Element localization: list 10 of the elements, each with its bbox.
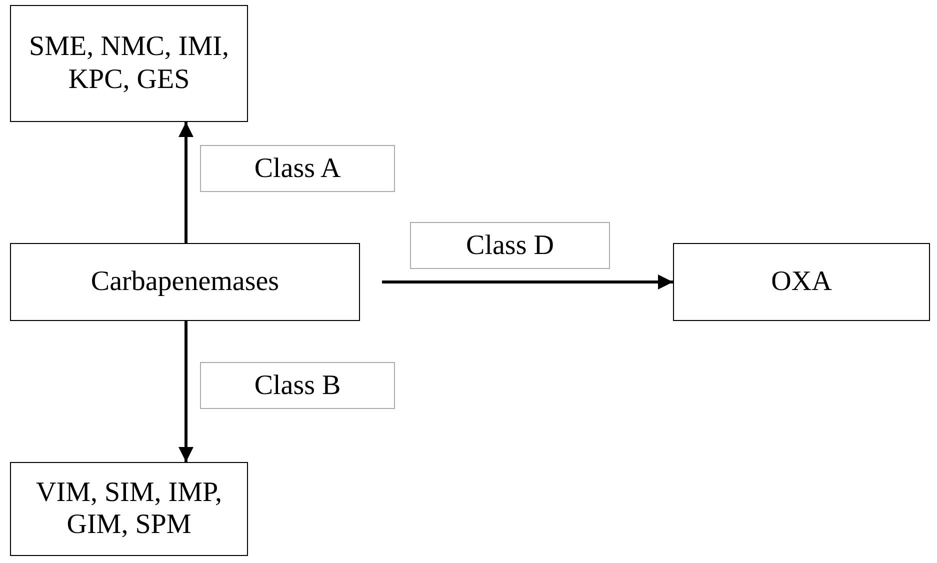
process-box: Carbapenemases: [10, 243, 360, 321]
arrow: [178, 321, 194, 462]
process-box: SME, NMC, IMI, KPC, GES: [10, 5, 248, 122]
arrow: [382, 274, 673, 290]
process-box: VIM, SIM, IMP, GIM, SPM: [10, 462, 248, 556]
arrow: [178, 122, 194, 243]
process-box: OXA: [673, 243, 930, 321]
edge-label: Class B: [200, 362, 395, 409]
edge-label: Class D: [410, 222, 610, 269]
edge-label: Class A: [200, 145, 395, 192]
